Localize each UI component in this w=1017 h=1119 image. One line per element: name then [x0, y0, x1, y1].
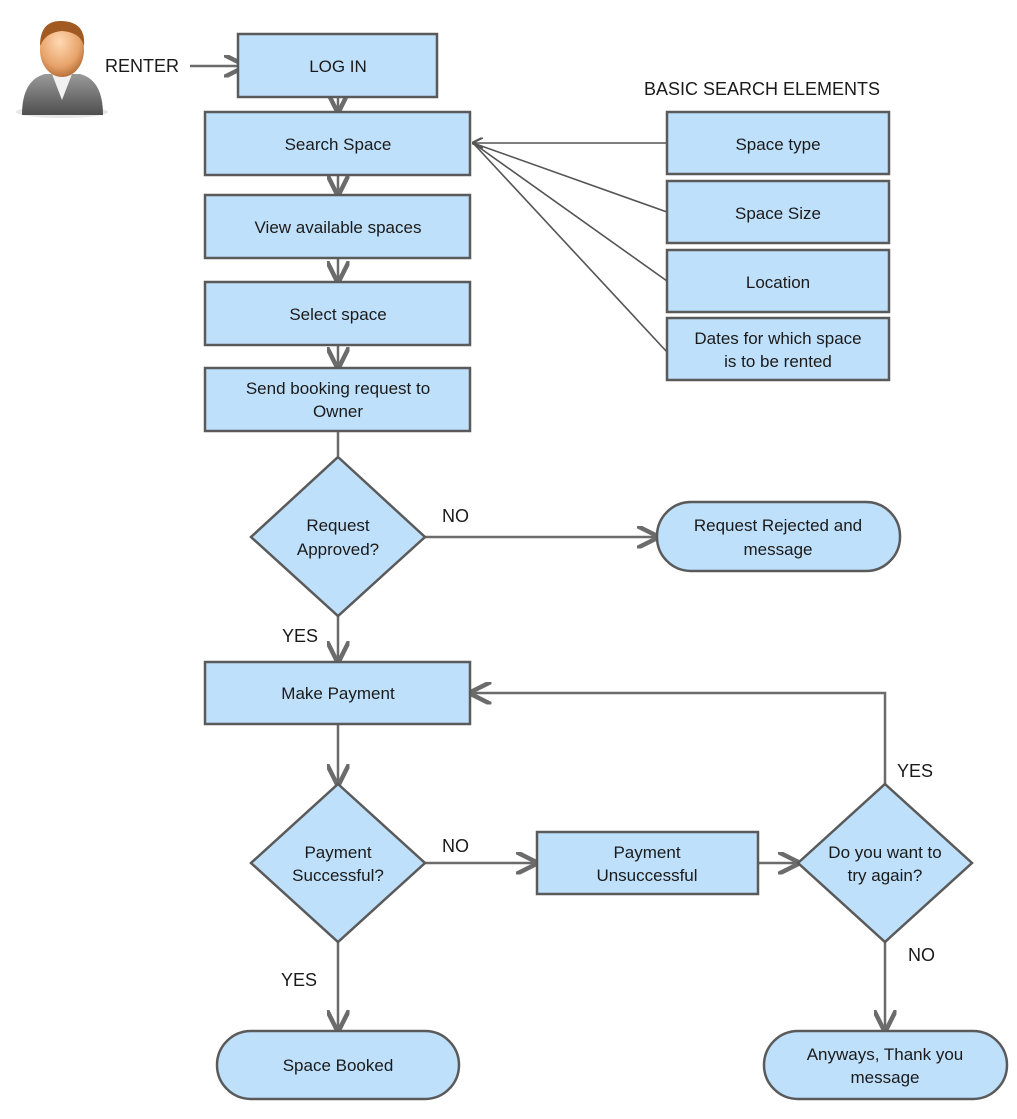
- payment-unsuccessful-label-1: Payment: [613, 843, 680, 862]
- thank-you-terminal: [762, 1029, 1009, 1101]
- payment-successful-label-2: Successful?: [292, 866, 384, 885]
- payment-yes-label: YES: [281, 970, 317, 990]
- search-elements-heading: BASIC SEARCH ELEMENTS: [644, 79, 880, 99]
- location-box: [665, 248, 891, 314]
- login-box: [236, 32, 439, 99]
- thank-you-label-2: message: [851, 1068, 920, 1087]
- space-type-box: [665, 110, 891, 176]
- request-approved-decision: [249, 455, 427, 618]
- payment-unsuccessful-box: [535, 830, 760, 896]
- approved-yes-label: YES: [282, 626, 318, 646]
- space-type-label: Space type: [735, 135, 820, 154]
- try-again-label-1: Do you want to: [828, 843, 941, 862]
- location-label: Location: [746, 273, 810, 292]
- retry-yes-label: YES: [897, 761, 933, 781]
- space-booked-label: Space Booked: [283, 1056, 394, 1075]
- try-again-decision: [796, 782, 974, 944]
- space-size-box: [665, 179, 891, 245]
- space-size-label: Space Size: [735, 204, 821, 223]
- approved-no-label: NO: [442, 506, 469, 526]
- request-rejected-terminal: [655, 500, 902, 573]
- login-label: LOG IN: [309, 57, 367, 76]
- try-again-label-2: try again?: [848, 866, 923, 885]
- dates-box: [665, 316, 891, 382]
- request-rejected-label-1: Request Rejected and: [694, 516, 862, 535]
- request-approved-label-1: Request: [306, 516, 370, 535]
- send-request-label-1: Send booking request to: [246, 379, 430, 398]
- make-payment-box: [203, 660, 472, 726]
- payment-successful-label-1: Payment: [304, 843, 371, 862]
- send-request-label-2: Owner: [313, 402, 363, 421]
- payment-no-label: NO: [442, 836, 469, 856]
- search-space-label: Search Space: [285, 135, 392, 154]
- select-space-box: [203, 280, 472, 347]
- payment-successful-decision: [249, 782, 427, 944]
- request-approved-label-2: Approved?: [297, 540, 379, 559]
- make-payment-label: Make Payment: [281, 684, 395, 703]
- select-space-label: Select space: [289, 305, 386, 324]
- space-booked-terminal: [215, 1029, 461, 1101]
- renter-label: RENTER: [105, 56, 179, 76]
- payment-unsuccessful-label-2: Unsuccessful: [596, 866, 697, 885]
- thank-you-label-1: Anyways, Thank you: [807, 1045, 964, 1064]
- view-spaces-label: View available spaces: [255, 218, 422, 237]
- connectors: [190, 66, 885, 1030]
- send-request-box: [203, 366, 472, 433]
- dates-label-1: Dates for which space: [694, 329, 861, 348]
- dates-label-2: is to be rented: [724, 352, 832, 371]
- search-element-links: [473, 143, 668, 353]
- search-space-box: [203, 110, 472, 177]
- retry-no-label: NO: [908, 945, 935, 965]
- user-avatar-icon: [16, 20, 108, 118]
- view-spaces-box: [203, 193, 472, 260]
- request-rejected-label-2: message: [744, 540, 813, 559]
